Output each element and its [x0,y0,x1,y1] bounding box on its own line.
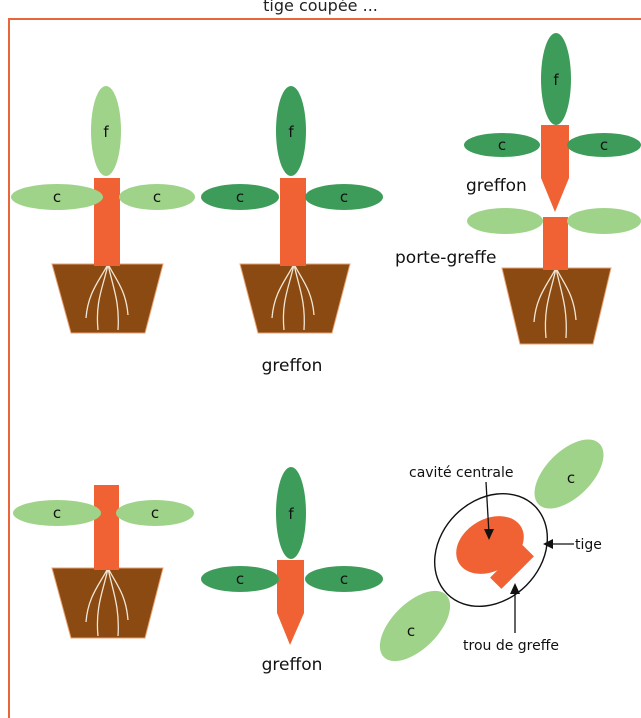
pot [52,264,163,333]
cotyledon-label-left: c [53,504,61,522]
pot [240,264,350,333]
fruit-label: f [288,505,294,523]
rootstock-label: porte-greffe [395,248,496,268]
fruit-label: f [288,123,294,141]
scion-stem [541,125,569,212]
panel-3-scion-and-rootstock: f c c greffon porte-greffe [395,33,641,344]
scion-stem [277,560,304,645]
cotyledon-label-right: c [153,188,161,206]
graft-hole-label: trou de greffe [463,638,559,654]
cotyledon-label-upper: c [567,469,575,487]
stem-label: tige [575,537,602,553]
cotyledon-label-right: c [340,570,348,588]
rootstock-stem [543,217,568,270]
grafting-diagram: tige coupée ... f c c f c c gref [0,0,641,702]
pot [502,268,611,344]
panel-4-rootstock: c c [13,485,194,638]
cotyledon-label-right: c [340,188,348,206]
fruit-label: f [103,123,109,141]
rootstock-cotyledon-right [567,208,641,234]
scion-label: greffon [466,176,527,196]
cotyledon-label-right: c [600,136,608,154]
central-cavity-label: cavité centrale [409,465,514,481]
rootstock-cotyledon-left [467,208,543,234]
cotyledon-label-lower: c [407,622,415,640]
scion-label: greffon [262,356,323,376]
panel-1-whole-seedling: f c c [11,86,195,333]
cotyledon-label-left: c [236,570,244,588]
pot [52,568,163,638]
stem [280,178,306,266]
stem [94,485,119,570]
cotyledon-label-right: c [151,504,159,522]
fruit-label: f [553,71,559,89]
panel-2-grafted-plant: f c c greffon [201,86,383,376]
panel-5-scion: f c c greffon [201,467,383,675]
cotyledon-label-left: c [53,188,61,206]
panel-6-stem-cross-section: c c cavité centrale tige trou de greffe [368,427,616,673]
scion-label: greffon [262,655,323,675]
cotyledon-label-left: c [236,188,244,206]
cotyledon-label-left: c [498,136,506,154]
